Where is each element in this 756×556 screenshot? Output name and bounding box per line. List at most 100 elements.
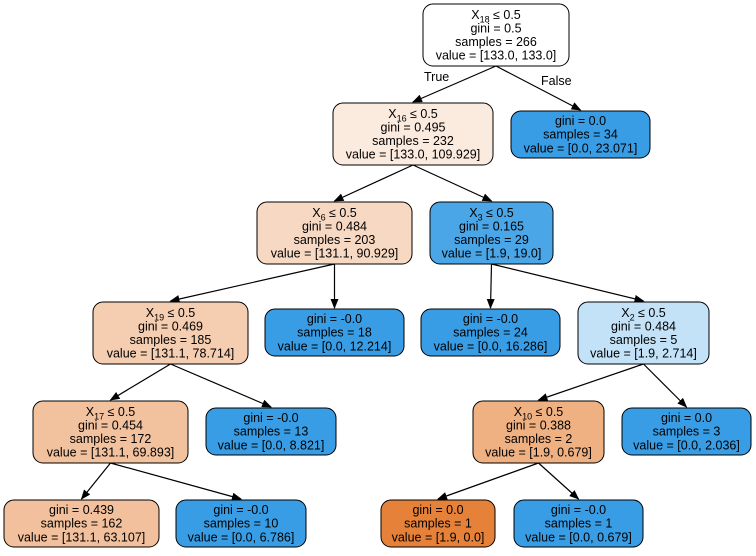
node-box	[175, 499, 307, 548]
node-box	[205, 407, 337, 456]
tree-edge-n4-n8	[491, 263, 645, 303]
node-samples-line: samples = 1	[545, 517, 613, 531]
node-value-line: value = [133.0, 133.0]	[436, 49, 557, 63]
node-box	[264, 308, 405, 357]
tree-edge-n9-n14	[110, 462, 242, 501]
node-samples-line: samples = 24	[453, 326, 528, 340]
node-box	[332, 102, 494, 166]
tree-edge-n11-n16	[538, 462, 580, 500]
node-value-line: value = [0.0, 0.679]	[525, 530, 632, 544]
node-samples-line: samples = 172	[70, 432, 152, 446]
node-box	[429, 201, 554, 265]
node-samples-line: samples = 203	[294, 233, 376, 247]
node-gini-line: gini = 0.469	[138, 319, 203, 333]
node-value-line: value = [133.0, 109.929]	[346, 148, 481, 162]
node-samples-line: samples = 18	[297, 326, 372, 340]
node-value-line: value = [1.9, 2.714]	[590, 347, 697, 361]
tree-edge-n9-n13	[80, 462, 111, 500]
node-value-line: value = [0.0, 2.036]	[633, 438, 740, 452]
node-gini-line: gini = -0.0	[463, 312, 518, 326]
tree-edge-n3-n5	[169, 263, 335, 303]
node-gini-line: gini = 0.439	[49, 503, 114, 517]
node-gini-line: gini = 0.5	[470, 21, 521, 35]
node-gini-line: gini = -0.0	[307, 312, 362, 326]
node-box	[422, 3, 570, 67]
node-gini-line: gini = -0.0	[551, 503, 606, 517]
node-split-rule: X18 ≤ 0.5	[471, 8, 521, 25]
node-split-rule: X19 ≤ 0.5	[146, 306, 196, 323]
node-gini-line: gini = 0.484	[302, 219, 367, 233]
node-value-line: value = [131.1, 63.107]	[18, 530, 146, 544]
node-split-rule: X10 ≤ 0.5	[514, 405, 564, 422]
tree-edge-n1-n3	[333, 164, 414, 202]
node-samples-line: samples = 162	[41, 517, 123, 531]
node-gini-line: gini = -0.0	[243, 411, 298, 425]
tree-edge-n4-n7	[486, 263, 495, 309]
node-split-rule: X16 ≤ 0.5	[388, 107, 438, 124]
node-gini-line: gini = 0.0	[555, 114, 606, 128]
node-value-line: value = [0.0, 6.786]	[188, 530, 295, 544]
tree-edge-n0-n1	[412, 65, 497, 103]
node-value-line: value = [0.0, 23.071]	[524, 141, 638, 155]
node-gini-line: gini = 0.495	[381, 120, 446, 134]
tree-edge-n5-n9	[109, 363, 171, 401]
node-box	[472, 400, 605, 464]
node-box	[510, 110, 651, 159]
node-samples-line: samples = 232	[372, 134, 454, 148]
node-box	[92, 301, 249, 365]
node-samples-line: samples = 29	[454, 233, 529, 247]
node-split-rule: X3 ≤ 0.5	[469, 206, 514, 223]
node-gini-line: gini = 0.0	[412, 503, 463, 517]
node-box	[380, 499, 496, 548]
tree-edge-n5-n10	[170, 363, 272, 408]
node-samples-line: samples = 3	[653, 425, 721, 439]
tree-edge-n8-n11	[537, 363, 644, 401]
node-box	[420, 308, 561, 357]
node-samples-line: samples = 2	[505, 432, 573, 446]
node-split-rule: X2 ≤ 0.5	[621, 306, 666, 323]
node-box	[513, 499, 644, 548]
node-samples-line: samples = 10	[204, 517, 279, 531]
tree-edge-n8-n12	[643, 363, 688, 408]
node-gini-line: gini = 0.454	[78, 418, 143, 432]
node-box	[577, 301, 710, 365]
node-gini-line: gini = 0.388	[506, 418, 571, 432]
node-samples-line: samples = 5	[610, 333, 678, 347]
node-gini-line: gini = -0.0	[213, 503, 268, 517]
edge-label-true: True	[424, 70, 449, 84]
node-gini-line: gini = 0.0	[661, 411, 712, 425]
tree-edge-n1-n4	[412, 164, 493, 202]
tree-edge-n11-n15	[437, 462, 539, 500]
node-box	[32, 400, 189, 464]
node-value-line: value = [0.0, 16.286]	[434, 339, 548, 353]
node-samples-line: samples = 1	[404, 517, 472, 531]
node-box	[621, 407, 752, 456]
node-samples-line: samples = 266	[455, 35, 537, 49]
node-value-line: value = [131.1, 78.714]	[107, 347, 235, 361]
node-split-rule: X6 ≤ 0.5	[312, 206, 357, 223]
node-samples-line: samples = 13	[234, 425, 309, 439]
node-box	[256, 201, 413, 265]
node-value-line: value = [0.0, 8.821]	[218, 438, 325, 452]
node-gini-line: gini = 0.165	[459, 219, 524, 233]
node-value-line: value = [1.9, 19.0]	[442, 247, 542, 261]
